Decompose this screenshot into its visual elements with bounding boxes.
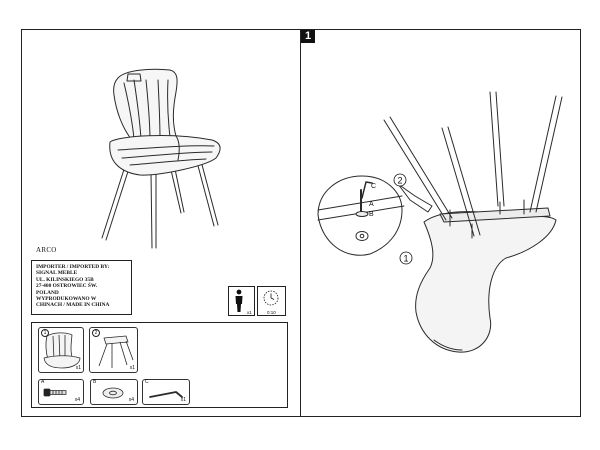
callout-bolt-label: A xyxy=(369,201,374,208)
hardware-qty: x1 xyxy=(180,397,186,403)
people-count: x1 xyxy=(247,310,252,315)
part-number: 1 xyxy=(41,329,49,337)
assembly-time-box: 0:10 xyxy=(257,286,286,316)
part-number: 2 xyxy=(92,329,100,337)
page-divider xyxy=(300,29,301,417)
callout-circle-legs xyxy=(393,173,407,187)
hardware-letter: A xyxy=(41,379,45,385)
allen-key-drawing xyxy=(149,391,183,398)
part-qty: x1 xyxy=(75,365,81,371)
step-number-badge: 1 xyxy=(301,30,315,43)
part-1-seat-drawing xyxy=(43,332,81,369)
part-2-legs-drawing xyxy=(98,335,134,368)
callout-key-label: C xyxy=(371,183,376,190)
people-required-box: x1 xyxy=(228,286,255,316)
callout-legs-label: 2 xyxy=(397,176,402,186)
hardware-qty: x4 xyxy=(74,397,80,403)
importer-line: 27-400 OSTROWIEC ŚW. xyxy=(36,283,98,290)
importer-line: SIGNAL MEBLE xyxy=(36,270,78,277)
importer-line: WYPRODUKOWANO W xyxy=(36,296,97,303)
hardware-tile-allen-key: C x1 xyxy=(142,379,190,405)
bolt-drawing xyxy=(43,388,67,397)
clock-icon xyxy=(263,290,279,306)
washer-drawing xyxy=(102,387,124,399)
part-tile-legs: 2 x1 xyxy=(89,327,138,373)
parts-list-box: 1 x1 2 x1 A x4 B x4 C x1 xyxy=(31,322,288,408)
importer-line: IMPORTER / IMPORTED BY: xyxy=(36,264,110,270)
part-qty: x1 xyxy=(129,365,135,371)
hardware-letter: B xyxy=(93,379,97,385)
callout-washer-label: B xyxy=(369,211,374,218)
importer-info-box: IMPORTER / IMPORTED BY: SIGNAL MEBLE UL.… xyxy=(31,260,132,315)
hardware-tile-washer: B x4 xyxy=(90,379,138,405)
importer-line: UL. KILINSKIEGO 35B xyxy=(36,276,94,283)
hardware-qty: x4 xyxy=(128,397,134,403)
hardware-tile-bolt: A x4 xyxy=(38,379,84,405)
person-icon xyxy=(235,289,243,312)
assembly-illustration xyxy=(317,91,563,353)
product-name: ARCO xyxy=(36,246,57,254)
assembly-time: 0:10 xyxy=(267,310,276,315)
importer-line: POLAND xyxy=(36,289,59,296)
part-tile-seat: 1 x1 xyxy=(38,327,84,373)
instruction-sheet-frame xyxy=(21,29,581,417)
hardware-letter: C xyxy=(145,379,149,385)
callout-circle-seat xyxy=(399,251,413,265)
importer-line: CHINACH / MADE IN CHINA xyxy=(36,302,110,309)
callout-seat-label: 1 xyxy=(403,254,408,264)
